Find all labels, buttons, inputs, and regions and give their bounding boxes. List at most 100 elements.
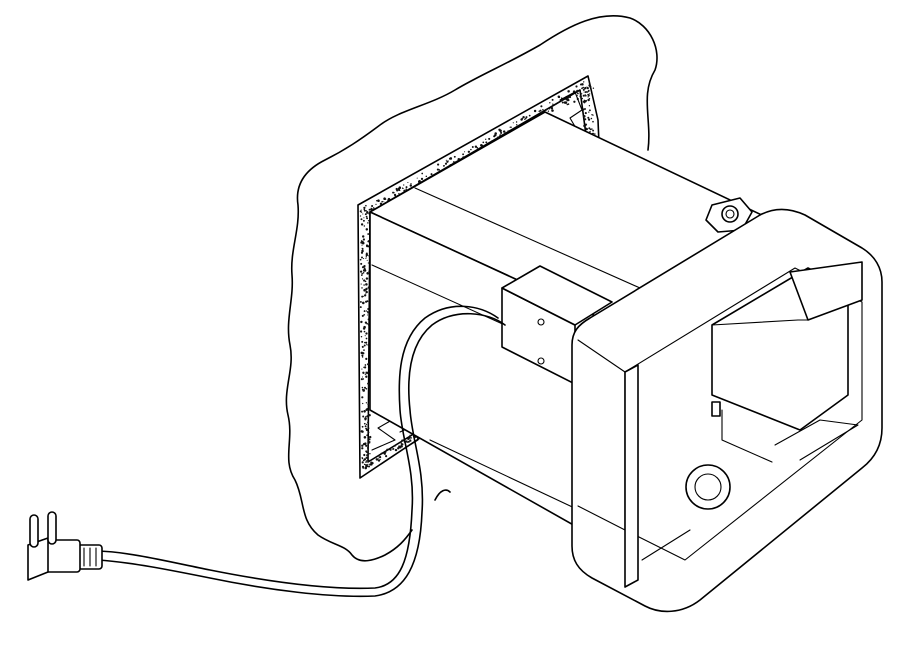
gasket-speckle-dot <box>513 122 514 123</box>
gasket-speckle-dot <box>585 95 587 97</box>
gasket-speckle-dot <box>368 438 370 440</box>
gasket-speckle-dot <box>403 184 404 185</box>
gasket-speckle-dot <box>365 358 367 360</box>
gasket-speckle-dot <box>362 266 364 268</box>
gasket-speckle-dot <box>549 108 550 109</box>
gasket-speckle-dot <box>584 87 586 89</box>
gasket-speckle-dot <box>362 235 364 237</box>
gasket-speckle-dot <box>365 335 366 336</box>
gasket-speckle-dot <box>361 396 363 398</box>
gasket-speckle-dot <box>485 141 487 143</box>
gasket-speckle-dot <box>365 301 367 303</box>
gasket-speckle-dot <box>548 111 549 112</box>
gasket-speckle-dot <box>588 112 589 113</box>
gasket-speckle-dot <box>369 436 371 438</box>
gasket-speckle-dot <box>365 283 368 286</box>
gasket-speckle-dot <box>365 461 367 463</box>
gasket-speckle-dot <box>361 431 363 433</box>
gasket-speckle-dot <box>365 364 367 366</box>
gasket-speckle-dot <box>366 408 369 411</box>
gasket-speckle-dot <box>361 212 362 213</box>
gasket-speckle-dot <box>580 92 582 94</box>
gasket-speckle-dot <box>583 81 584 82</box>
gasket-speckle-dot <box>392 192 394 194</box>
gasket-speckle-dot <box>588 118 590 120</box>
gasket-speckle-dot <box>402 188 403 189</box>
gasket-speckle-dot <box>360 215 361 216</box>
gasket-speckle-dot <box>365 205 367 207</box>
gasket-speckle-dot <box>361 352 364 355</box>
gasket-speckle-dot <box>360 263 362 265</box>
gasket-speckle-dot <box>366 216 368 218</box>
gasket-speckle-dot <box>362 346 364 348</box>
gasket-speckle-dot <box>364 345 366 347</box>
gasket-speckle-dot <box>562 102 564 104</box>
gasket-speckle-dot <box>589 109 591 111</box>
gasket-speckle-dot <box>367 311 368 312</box>
gasket-speckle-dot <box>409 435 411 437</box>
gasket-speckle-dot <box>381 453 383 455</box>
gasket-speckle-dot <box>362 467 363 468</box>
gasket-speckle-dot <box>516 124 517 125</box>
gasket-speckle-dot <box>376 200 377 201</box>
gasket-speckle-dot <box>575 85 577 87</box>
gasket-speckle-dot <box>368 466 369 467</box>
gasket-speckle-dot <box>405 188 407 190</box>
gasket-speckle-dot <box>362 426 364 428</box>
gasket-speckle-dot <box>361 223 363 225</box>
gasket-speckle-dot <box>365 373 367 375</box>
gasket-speckle-dot <box>363 314 365 316</box>
gasket-speckle-dot <box>593 88 594 89</box>
gasket-speckle-dot <box>364 265 365 266</box>
gasket-speckle-dot <box>364 387 366 389</box>
gasket-speckle-dot <box>364 310 366 312</box>
gasket-speckle-dot <box>542 109 543 110</box>
gasket-speckle-dot <box>361 447 363 449</box>
gasket-speckle-dot <box>421 178 423 180</box>
gasket-speckle-dot <box>362 278 363 279</box>
gasket-speckle-dot <box>587 92 588 93</box>
gasket-speckle-dot <box>392 449 393 450</box>
gasket-speckle-dot <box>373 207 375 209</box>
gasket-speckle-dot <box>407 442 408 443</box>
gasket-speckle-dot <box>394 445 396 447</box>
gasket-speckle-dot <box>366 323 368 325</box>
gasket-speckle-dot <box>566 99 568 101</box>
gasket-speckle-dot <box>367 222 369 224</box>
gasket-speckle-dot <box>500 132 502 134</box>
gasket-speckle-dot <box>539 110 541 112</box>
gasket-speckle-dot <box>368 428 369 429</box>
gasket-speckle-dot <box>367 421 369 423</box>
gasket-speckle-dot <box>522 116 524 118</box>
gasket-speckle-dot <box>376 458 379 461</box>
gasket-speckle-dot <box>587 87 589 89</box>
gasket-speckle-dot <box>363 208 365 210</box>
door-strip <box>625 365 638 587</box>
gasket-speckle-dot <box>386 449 388 451</box>
gasket-speckle-dot <box>362 213 363 214</box>
gasket-speckle-dot <box>366 252 368 254</box>
gasket-speckle-dot <box>499 134 501 136</box>
gasket-speckle-dot <box>364 417 367 420</box>
gasket-speckle-dot <box>368 220 369 221</box>
gasket-speckle-dot <box>450 157 452 159</box>
gasket-speckle-dot <box>366 228 368 230</box>
gasket-speckle-dot <box>362 302 365 305</box>
gasket-speckle-dot <box>364 342 365 343</box>
gasket-speckle-dot <box>446 160 447 161</box>
gasket-speckle-dot <box>361 284 362 285</box>
gasket-speckle-dot <box>584 118 586 120</box>
gasket-speckle-dot <box>367 452 368 453</box>
gasket-speckle-dot <box>362 248 363 249</box>
gasket-speckle-dot <box>499 130 502 133</box>
gasket-speckle-dot <box>567 90 569 92</box>
gasket-speckle-dot <box>361 245 362 246</box>
gasket-speckle-dot <box>362 389 364 391</box>
gasket-speckle-dot <box>361 257 363 259</box>
gasket-speckle-dot <box>584 92 585 93</box>
gasket-speckle-dot <box>398 188 400 190</box>
gasket-speckle-dot <box>366 256 367 257</box>
gasket-speckle-dot <box>379 456 381 458</box>
gasket-speckle-dot <box>399 446 402 449</box>
